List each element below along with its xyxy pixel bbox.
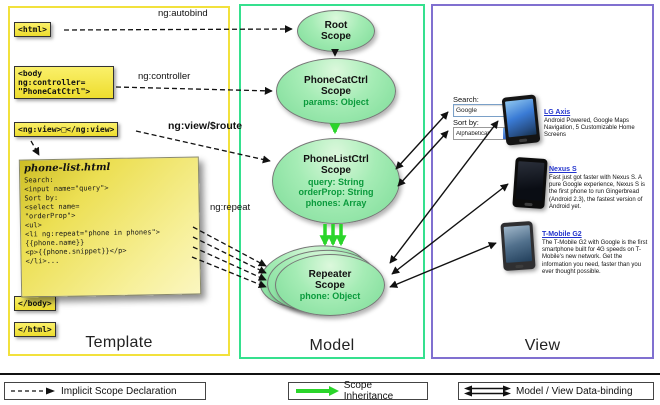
phone-button — [515, 264, 524, 269]
phone-list-note: phone-list.html Search: <input name="que… — [18, 156, 202, 298]
phone-image-lg-axis — [501, 94, 541, 146]
body-open-line2: ng:controller= — [18, 78, 86, 87]
template-panel: Template — [8, 6, 230, 356]
html-open-tag: <html> — [14, 22, 51, 37]
ng-view-route-label: ng:view/$route — [168, 120, 243, 132]
repeater-scope-title: Repeater Scope — [308, 268, 352, 291]
sort-select-value: Alphabetical — [456, 130, 489, 137]
repeater-scope-ellipse: Repeater Scope phone: Object — [275, 254, 385, 316]
body-open-line1: <body — [18, 69, 43, 78]
phonecat-scope-title: PhoneCatCtrl Scope — [304, 74, 368, 97]
model-panel-label: Model — [309, 337, 355, 354]
phone-desc-tmobile-g2: The T-Mobile G2 with Google is the first… — [542, 240, 648, 275]
legend-implicit-label: Implicit Scope Declaration — [61, 385, 177, 397]
view-sortby-label: Sort by: — [453, 118, 479, 127]
ng-view-tag: <ng:view>□</ng:view> — [14, 122, 119, 137]
ng-repeat-label: ng:repeat — [210, 202, 251, 213]
phone-link-tmobile-g2[interactable]: T-Mobile G2 — [542, 231, 582, 238]
phonelist-scope-prop: phones: Array — [305, 197, 367, 208]
phonelist-scope-prop: orderProp: String — [298, 187, 374, 198]
repeater-scope-prop: phone: Object — [299, 290, 361, 301]
note-title: phone-list.html — [23, 161, 111, 175]
note-code-line: </li>... — [25, 256, 60, 266]
legend-inheritance-label: Scope Inheritance — [343, 380, 394, 402]
phone-screen — [503, 225, 533, 263]
search-input[interactable]: Google — [453, 104, 507, 117]
view-search-label: Search: — [453, 95, 479, 104]
legend-scope-inheritance: Scope Inheritance — [288, 380, 428, 402]
legend-implicit-scope: Implicit Scope Declaration — [4, 382, 206, 400]
html-close-tag: </html> — [14, 322, 56, 337]
body-open-tag: <body ng:controller= "PhoneCatCtrl"> — [14, 66, 114, 99]
body-close-tag: </body> — [14, 296, 56, 311]
phonelist-scope-ellipse: PhoneListCtrl Scope query: String orderP… — [272, 138, 400, 224]
root-scope-title: Root Scope — [320, 20, 351, 42]
root-scope-ellipse: Root Scope — [297, 10, 375, 52]
ng-controller-label: ng:controller — [138, 71, 191, 82]
phone-button — [519, 138, 528, 143]
legend-data-binding: Model / View Data-binding — [458, 382, 654, 400]
phone-button — [524, 202, 533, 207]
phone-desc-lg-axis: Android Powered, Google Maps Navigation,… — [544, 118, 635, 139]
phone-link-lg-axis[interactable]: LG Axis — [544, 109, 571, 116]
double-arrow-icon — [464, 385, 511, 397]
phonecat-scope-prop: params: Object — [303, 96, 369, 107]
template-panel-label: Template — [85, 334, 153, 351]
phone-screen — [515, 161, 545, 201]
phonelist-scope-title: PhoneListCtrl Scope — [303, 153, 369, 176]
phone-desc-nexus-s: Fast just got faster with Nexus S. A pur… — [549, 175, 646, 210]
legend-binding-label: Model / View Data-binding — [516, 385, 633, 397]
view-panel-label: View — [524, 337, 561, 354]
phone-image-tmobile-g2 — [500, 220, 536, 272]
green-arrow-icon — [296, 386, 339, 396]
phonecat-scope-ellipse: PhoneCatCtrl Scope params: Object — [276, 58, 396, 124]
ng-autobind-label: ng:autobind — [158, 8, 208, 19]
phonelist-scope-prop: query: String — [307, 176, 364, 187]
phone-link-nexus-s[interactable]: Nexus S — [549, 166, 577, 173]
dashed-arrow-icon — [11, 387, 55, 395]
body-open-line3: "PhoneCatCtrl"> — [18, 87, 91, 96]
legend-separator — [0, 373, 660, 375]
phone-screen — [504, 98, 537, 138]
phone-image-nexus-s — [512, 156, 548, 210]
